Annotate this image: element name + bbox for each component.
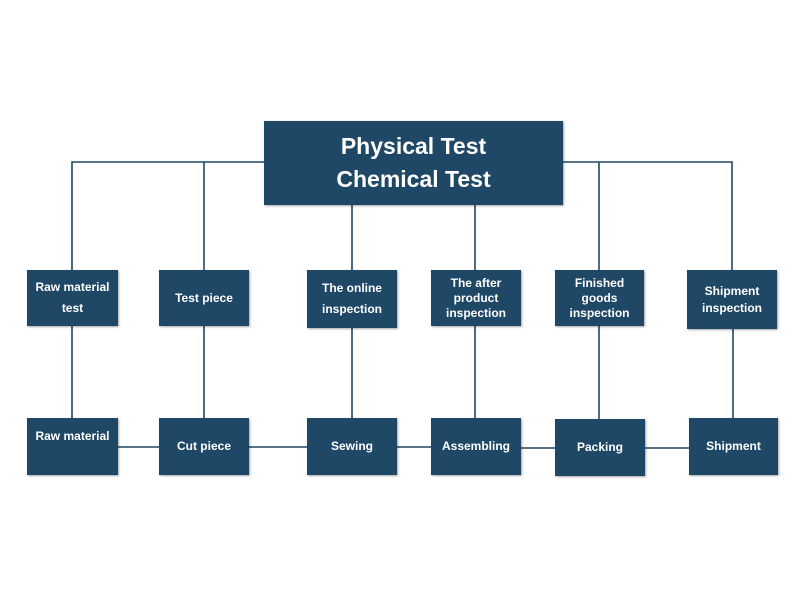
- inspection-label: goods: [581, 290, 618, 305]
- connector-top-right: [563, 161, 733, 270]
- inspection-box-shipment: Shipment inspection: [687, 270, 777, 329]
- connector-top-left: [71, 161, 264, 270]
- process-label: Cut piece: [176, 439, 231, 454]
- inspection-label: inspection: [445, 305, 506, 320]
- top-test-line-1: Physical Test: [340, 132, 487, 159]
- process-label: Assembling: [441, 439, 510, 454]
- inspection-box-raw-material: Raw material test: [27, 270, 118, 326]
- inspection-box-after-product: The after product inspection: [431, 270, 521, 326]
- inspection-label: test: [61, 301, 84, 315]
- inspection-label: inspection: [701, 300, 762, 315]
- process-label: Sewing: [330, 439, 373, 454]
- process-label: Raw material: [35, 429, 110, 443]
- process-label: Shipment: [706, 439, 761, 454]
- inspection-label: Shipment: [704, 283, 760, 298]
- inspection-box-test-piece: Test piece: [159, 270, 249, 326]
- process-box-shipment: Shipment: [689, 418, 778, 475]
- inspection-box-finished-goods: Finished goods inspection: [555, 270, 644, 326]
- process-label: Packing: [576, 440, 624, 455]
- top-test-line-2: Chemical Test: [336, 166, 491, 192]
- inspection-label: product: [453, 290, 499, 305]
- inspection-label: The online: [321, 281, 382, 295]
- process-box-raw-material: Raw material: [27, 418, 118, 475]
- inspection-label: inspection: [321, 302, 382, 316]
- process-box-assembling: Assembling: [431, 418, 521, 475]
- inspection-label: The after: [450, 275, 502, 290]
- inspection-box-online: The online inspection: [307, 270, 397, 328]
- inspection-label: Finished: [574, 275, 625, 290]
- process-box-packing: Packing: [555, 419, 645, 476]
- inspection-label: Raw material: [35, 280, 110, 294]
- inspection-label: inspection: [569, 305, 630, 320]
- inspection-label: Test piece: [175, 290, 233, 305]
- process-box-cut-piece: Cut piece: [159, 418, 249, 475]
- process-box-sewing: Sewing: [307, 418, 397, 475]
- top-test-box: Physical Test Chemical Test: [264, 121, 563, 205]
